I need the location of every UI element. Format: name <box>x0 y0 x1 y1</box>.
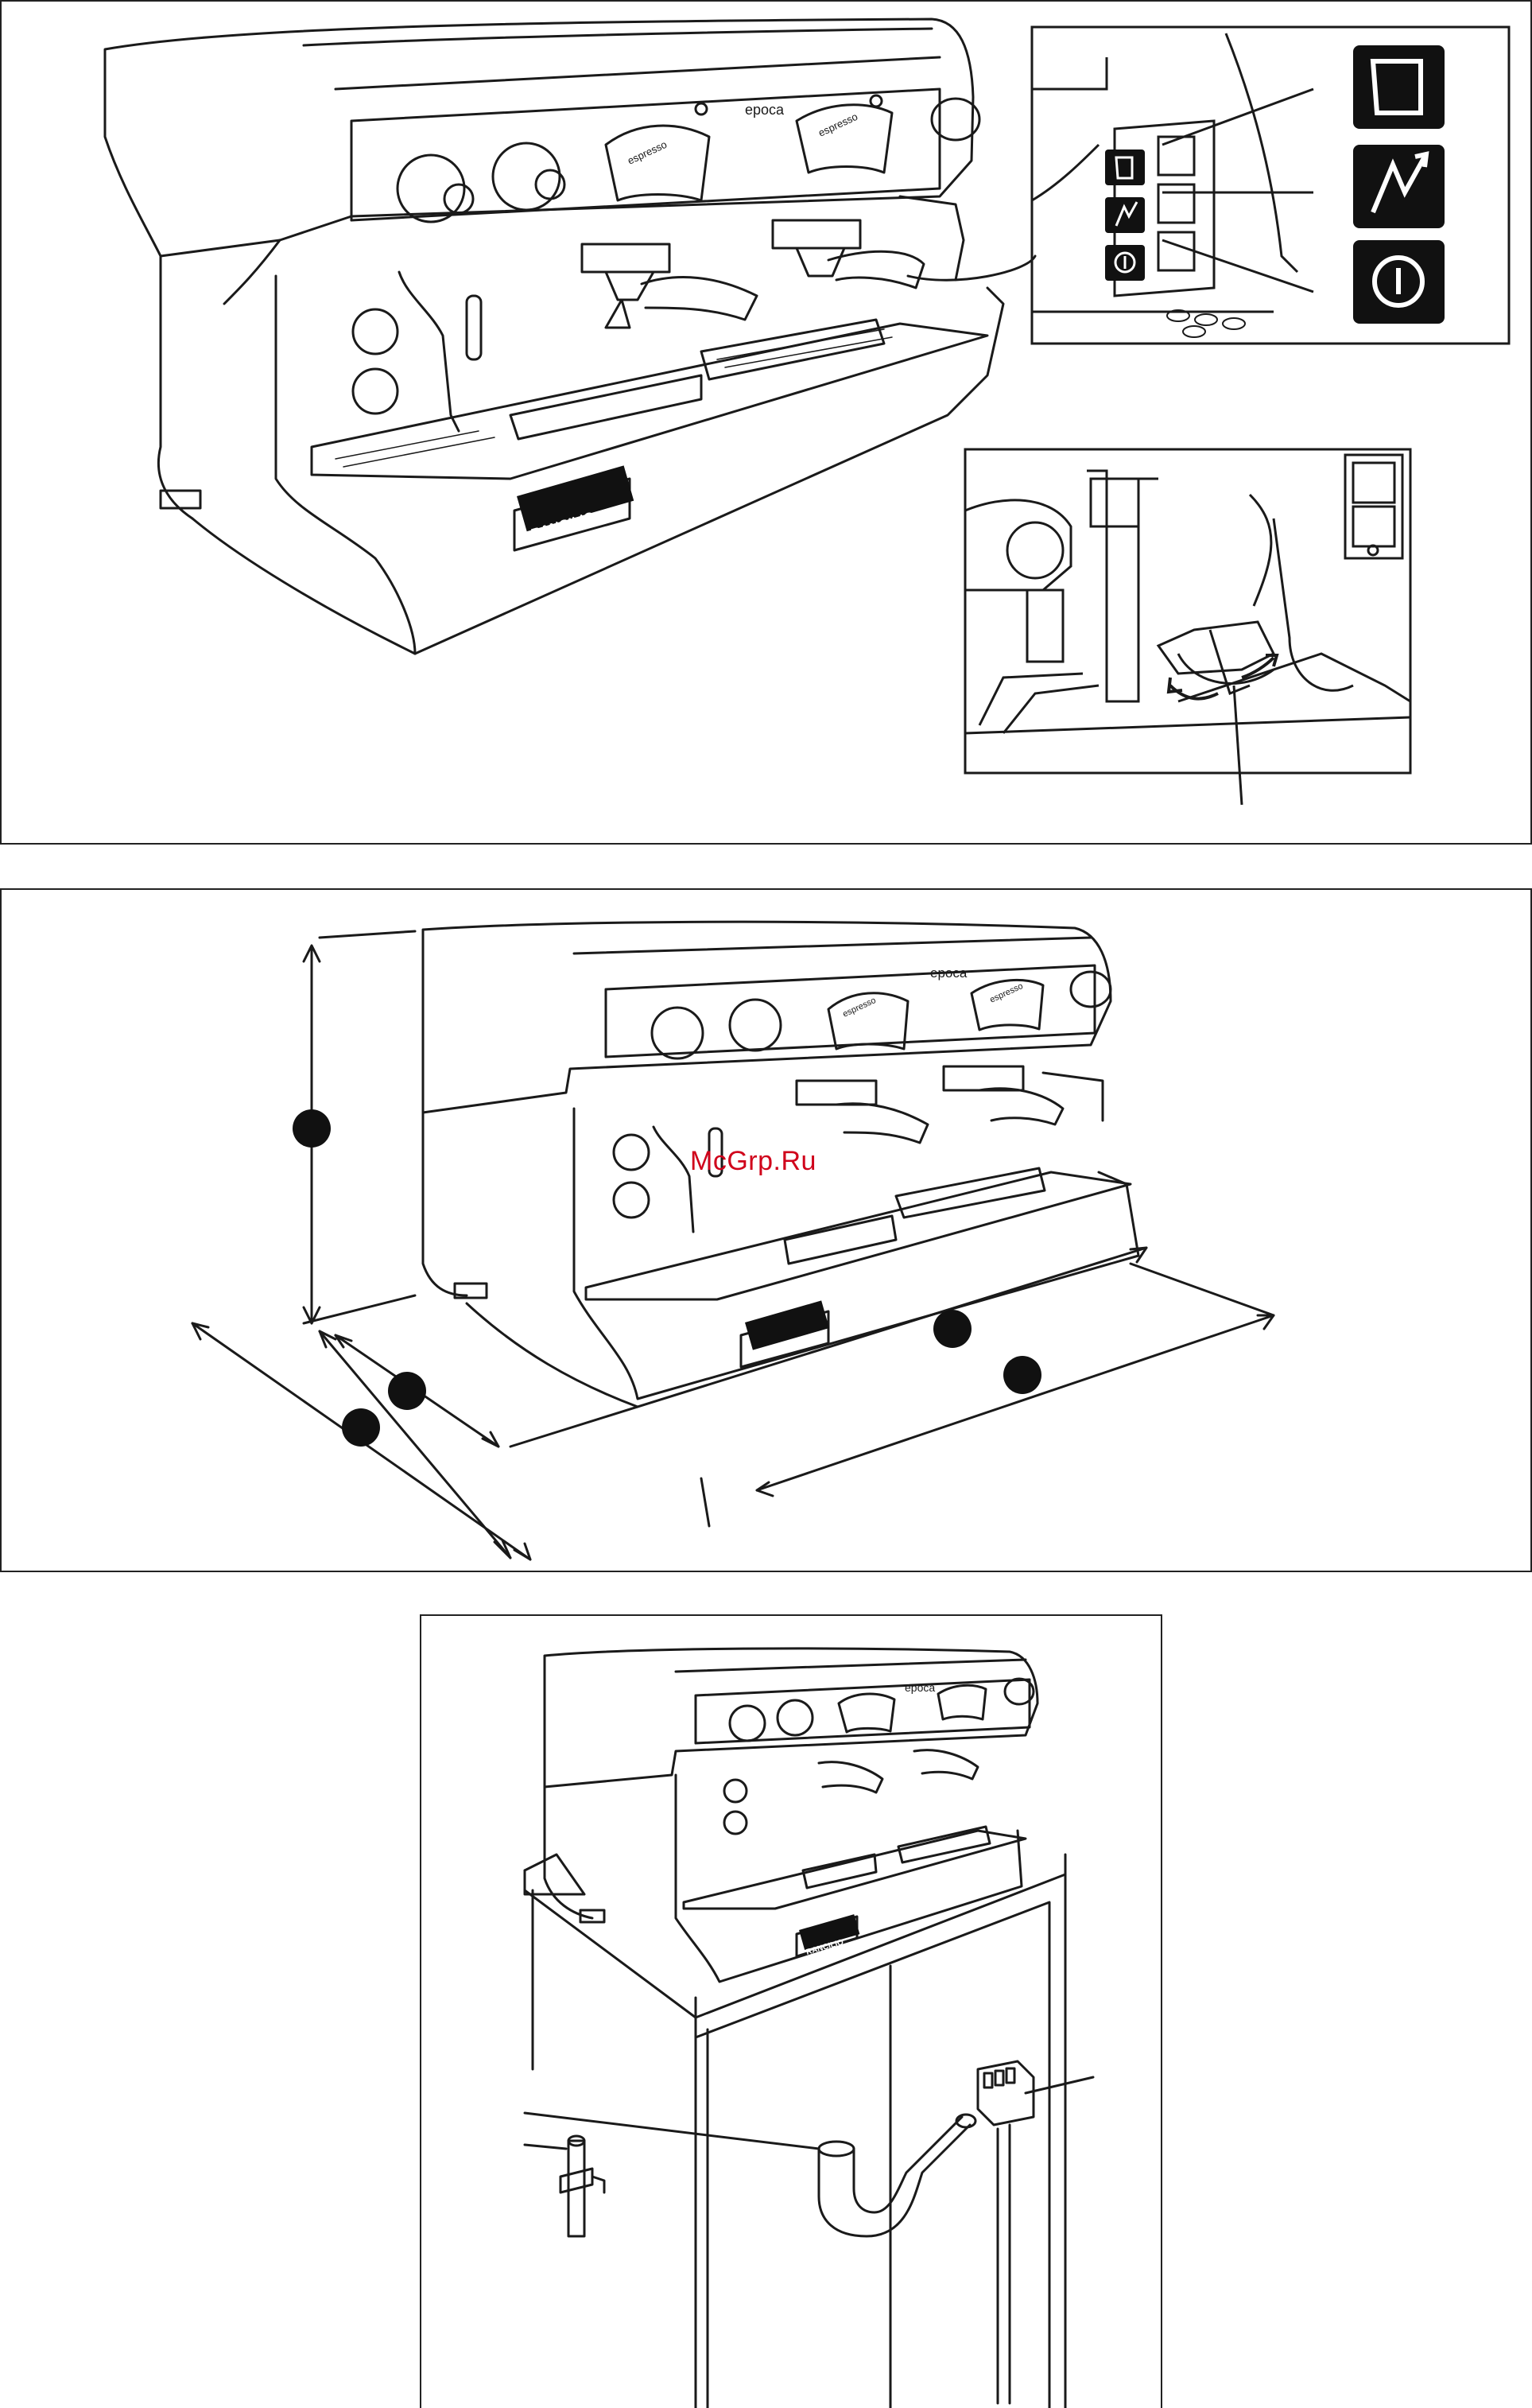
model-label-3: epoca <box>905 1681 935 1694</box>
panel-dimensions: epoca espresso espresso RANCILIO <box>0 888 1532 1572</box>
machine-overview-drawing: epoca espresso espresso RANCILIO <box>2 2 1532 845</box>
group-label-left: espresso <box>626 138 669 167</box>
dimension-height-marker <box>293 1109 331 1148</box>
panel-installation: epoca RANCILIO <box>420 1614 1162 2408</box>
group-label-right-2: espresso <box>988 981 1025 1005</box>
cup-fill-icon <box>1353 45 1445 129</box>
dimension-depth-total-marker <box>342 1408 380 1447</box>
dimension-width-total-marker <box>1003 1356 1041 1394</box>
lightning-plug-icon <box>1353 145 1445 228</box>
group-label-right: espresso <box>816 111 859 139</box>
watermark: McGrp.Ru <box>690 1146 816 1177</box>
dimensions-drawing: epoca espresso espresso RANCILIO <box>2 890 1532 1572</box>
dimension-width-marker <box>933 1310 972 1348</box>
cup-fill-icon-small <box>1105 150 1145 185</box>
model-label-2: epoca <box>930 965 968 981</box>
panel-machine-overview: epoca espresso espresso RANCILIO <box>0 0 1532 845</box>
dimension-depth-marker <box>388 1372 426 1410</box>
installation-drawing: epoca RANCILIO <box>421 1616 1162 2408</box>
model-label: epoca <box>745 102 785 118</box>
lightning-plug-icon-small <box>1105 197 1145 233</box>
